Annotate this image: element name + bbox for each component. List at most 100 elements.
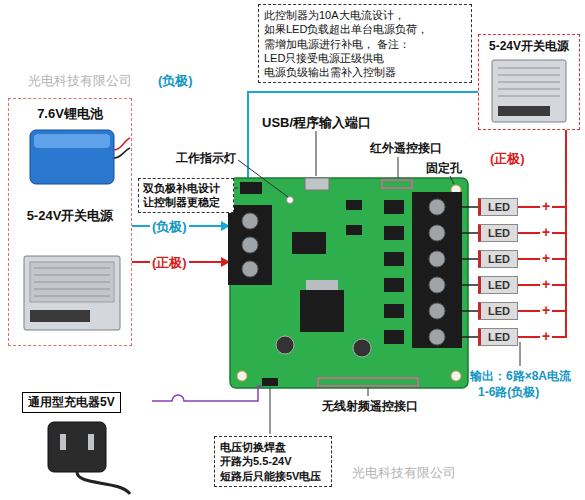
node-text: LED	[481, 225, 517, 241]
screw	[242, 237, 258, 253]
mosfet	[384, 278, 404, 292]
component	[346, 200, 362, 210]
screw	[429, 329, 445, 345]
capacitor	[353, 339, 371, 357]
mosfet	[384, 330, 404, 344]
mosfet	[384, 226, 404, 240]
screw	[242, 213, 258, 229]
mosfet	[384, 304, 404, 318]
screw	[429, 303, 445, 319]
led-load: LED	[478, 276, 518, 294]
plus-sign: +	[540, 276, 552, 292]
capacitor	[276, 336, 294, 354]
battery	[30, 130, 114, 184]
power-wire	[518, 130, 566, 259]
part-label: 固定孔	[426, 160, 462, 177]
psu-vent-lines	[34, 268, 110, 296]
plus-sign: +	[540, 302, 552, 318]
charger-box: 通用型充电器5V	[22, 392, 121, 413]
usb-port	[305, 178, 329, 190]
node-text: 电压切换焊盘 开路为5.5-24V 短路后只能接5V电压	[220, 440, 326, 483]
mosfets	[384, 200, 404, 344]
charger-pin	[60, 434, 66, 450]
ir-port	[382, 180, 412, 188]
screw	[429, 277, 445, 293]
note-box: 此控制器为10A大电流设计， 如果LED负载超出单台电源负荷， 需增加电源进行补…	[258, 4, 472, 83]
leader-line	[450, 176, 454, 184]
led-load: LED	[478, 224, 518, 242]
polarity-label: (负极)	[158, 72, 193, 90]
leader-line	[270, 388, 271, 434]
charge-pad	[262, 378, 278, 386]
node-text: 7.6V锂电池	[9, 105, 131, 123]
power-supply-box: 5-24V开关电源	[478, 34, 580, 130]
led-load: LED	[478, 198, 518, 216]
output-terminal	[412, 192, 462, 348]
leader-line	[316, 131, 317, 176]
rf-port	[318, 378, 418, 386]
psu-vent-lines	[498, 68, 560, 96]
note-box: 双负极补电设计 让控制器更稳定	[138, 178, 234, 213]
negative-wire	[248, 92, 478, 182]
power-wire	[518, 130, 566, 337]
node-text: 此控制器为10A大电流设计， 如果LED负载超出单台电源负荷， 需增加电源进行补…	[264, 8, 466, 79]
regulator-tab	[306, 280, 338, 290]
power-supply	[24, 256, 120, 330]
charger	[48, 422, 106, 472]
led-load: LED	[478, 328, 518, 346]
mounting-hole	[237, 371, 247, 381]
polarity-label: (正极)	[150, 254, 189, 272]
input-terminal	[228, 205, 272, 285]
chip	[292, 232, 326, 254]
watermark: 光电科技有限公司	[28, 72, 132, 90]
power-wire	[518, 130, 566, 207]
plus-sign: +	[540, 198, 552, 214]
battery-lead	[114, 148, 130, 158]
leader-line	[238, 160, 288, 197]
polarity-label: (正极)	[490, 150, 525, 168]
mosfet	[384, 200, 404, 214]
power-supply	[492, 60, 566, 122]
screw	[429, 251, 445, 267]
plus-sign: +	[540, 328, 552, 344]
psu-vent	[30, 262, 114, 302]
mounting-hole	[451, 371, 461, 381]
part-label: 工作指示灯	[176, 150, 236, 167]
node-text: LED	[481, 277, 517, 293]
output-note: 输出：6路×8A电流	[470, 368, 571, 385]
mosfet	[384, 252, 404, 266]
leader-line	[398, 157, 399, 178]
node-text: 5-24V开关电源	[481, 38, 577, 55]
led-load: LED	[478, 302, 518, 320]
psu-terminal	[498, 106, 550, 116]
power-wire	[518, 130, 566, 311]
regulator	[300, 290, 344, 332]
status-led	[287, 197, 294, 204]
component	[346, 225, 362, 235]
leader-line	[368, 388, 369, 396]
screw	[429, 199, 445, 215]
power-wire	[518, 130, 566, 233]
port-label: 红外遥控接口	[370, 140, 442, 157]
node-text: LED	[481, 303, 517, 319]
charger-cable	[77, 472, 130, 494]
led-load: LED	[478, 250, 518, 268]
node-text: 双负极补电设计 让控制器更稳定	[143, 181, 229, 210]
output-note: 1-6路(负极)	[478, 384, 539, 401]
screw	[429, 225, 445, 241]
node-text: 5-24V开关电源	[9, 207, 131, 225]
node-text: 通用型充电器5V	[28, 394, 115, 411]
note-box: 电压切换焊盘 开路为5.5-24V 短路后只能接5V电压	[214, 436, 332, 487]
port-label: USB/程序输入端口	[262, 114, 371, 132]
psu-terminal	[30, 310, 90, 322]
node-text: LED	[481, 329, 517, 345]
battery-shine	[34, 134, 110, 148]
output-screws	[429, 199, 445, 345]
plus-sign: +	[540, 250, 552, 266]
leader-line	[520, 342, 521, 366]
polarity-label: (负极)	[150, 218, 189, 236]
power-source-group: 7.6V锂电池 5-24V开关电源	[8, 98, 132, 346]
port-label: 无线射频遥控接口	[322, 398, 418, 415]
battery-lead	[114, 138, 130, 150]
